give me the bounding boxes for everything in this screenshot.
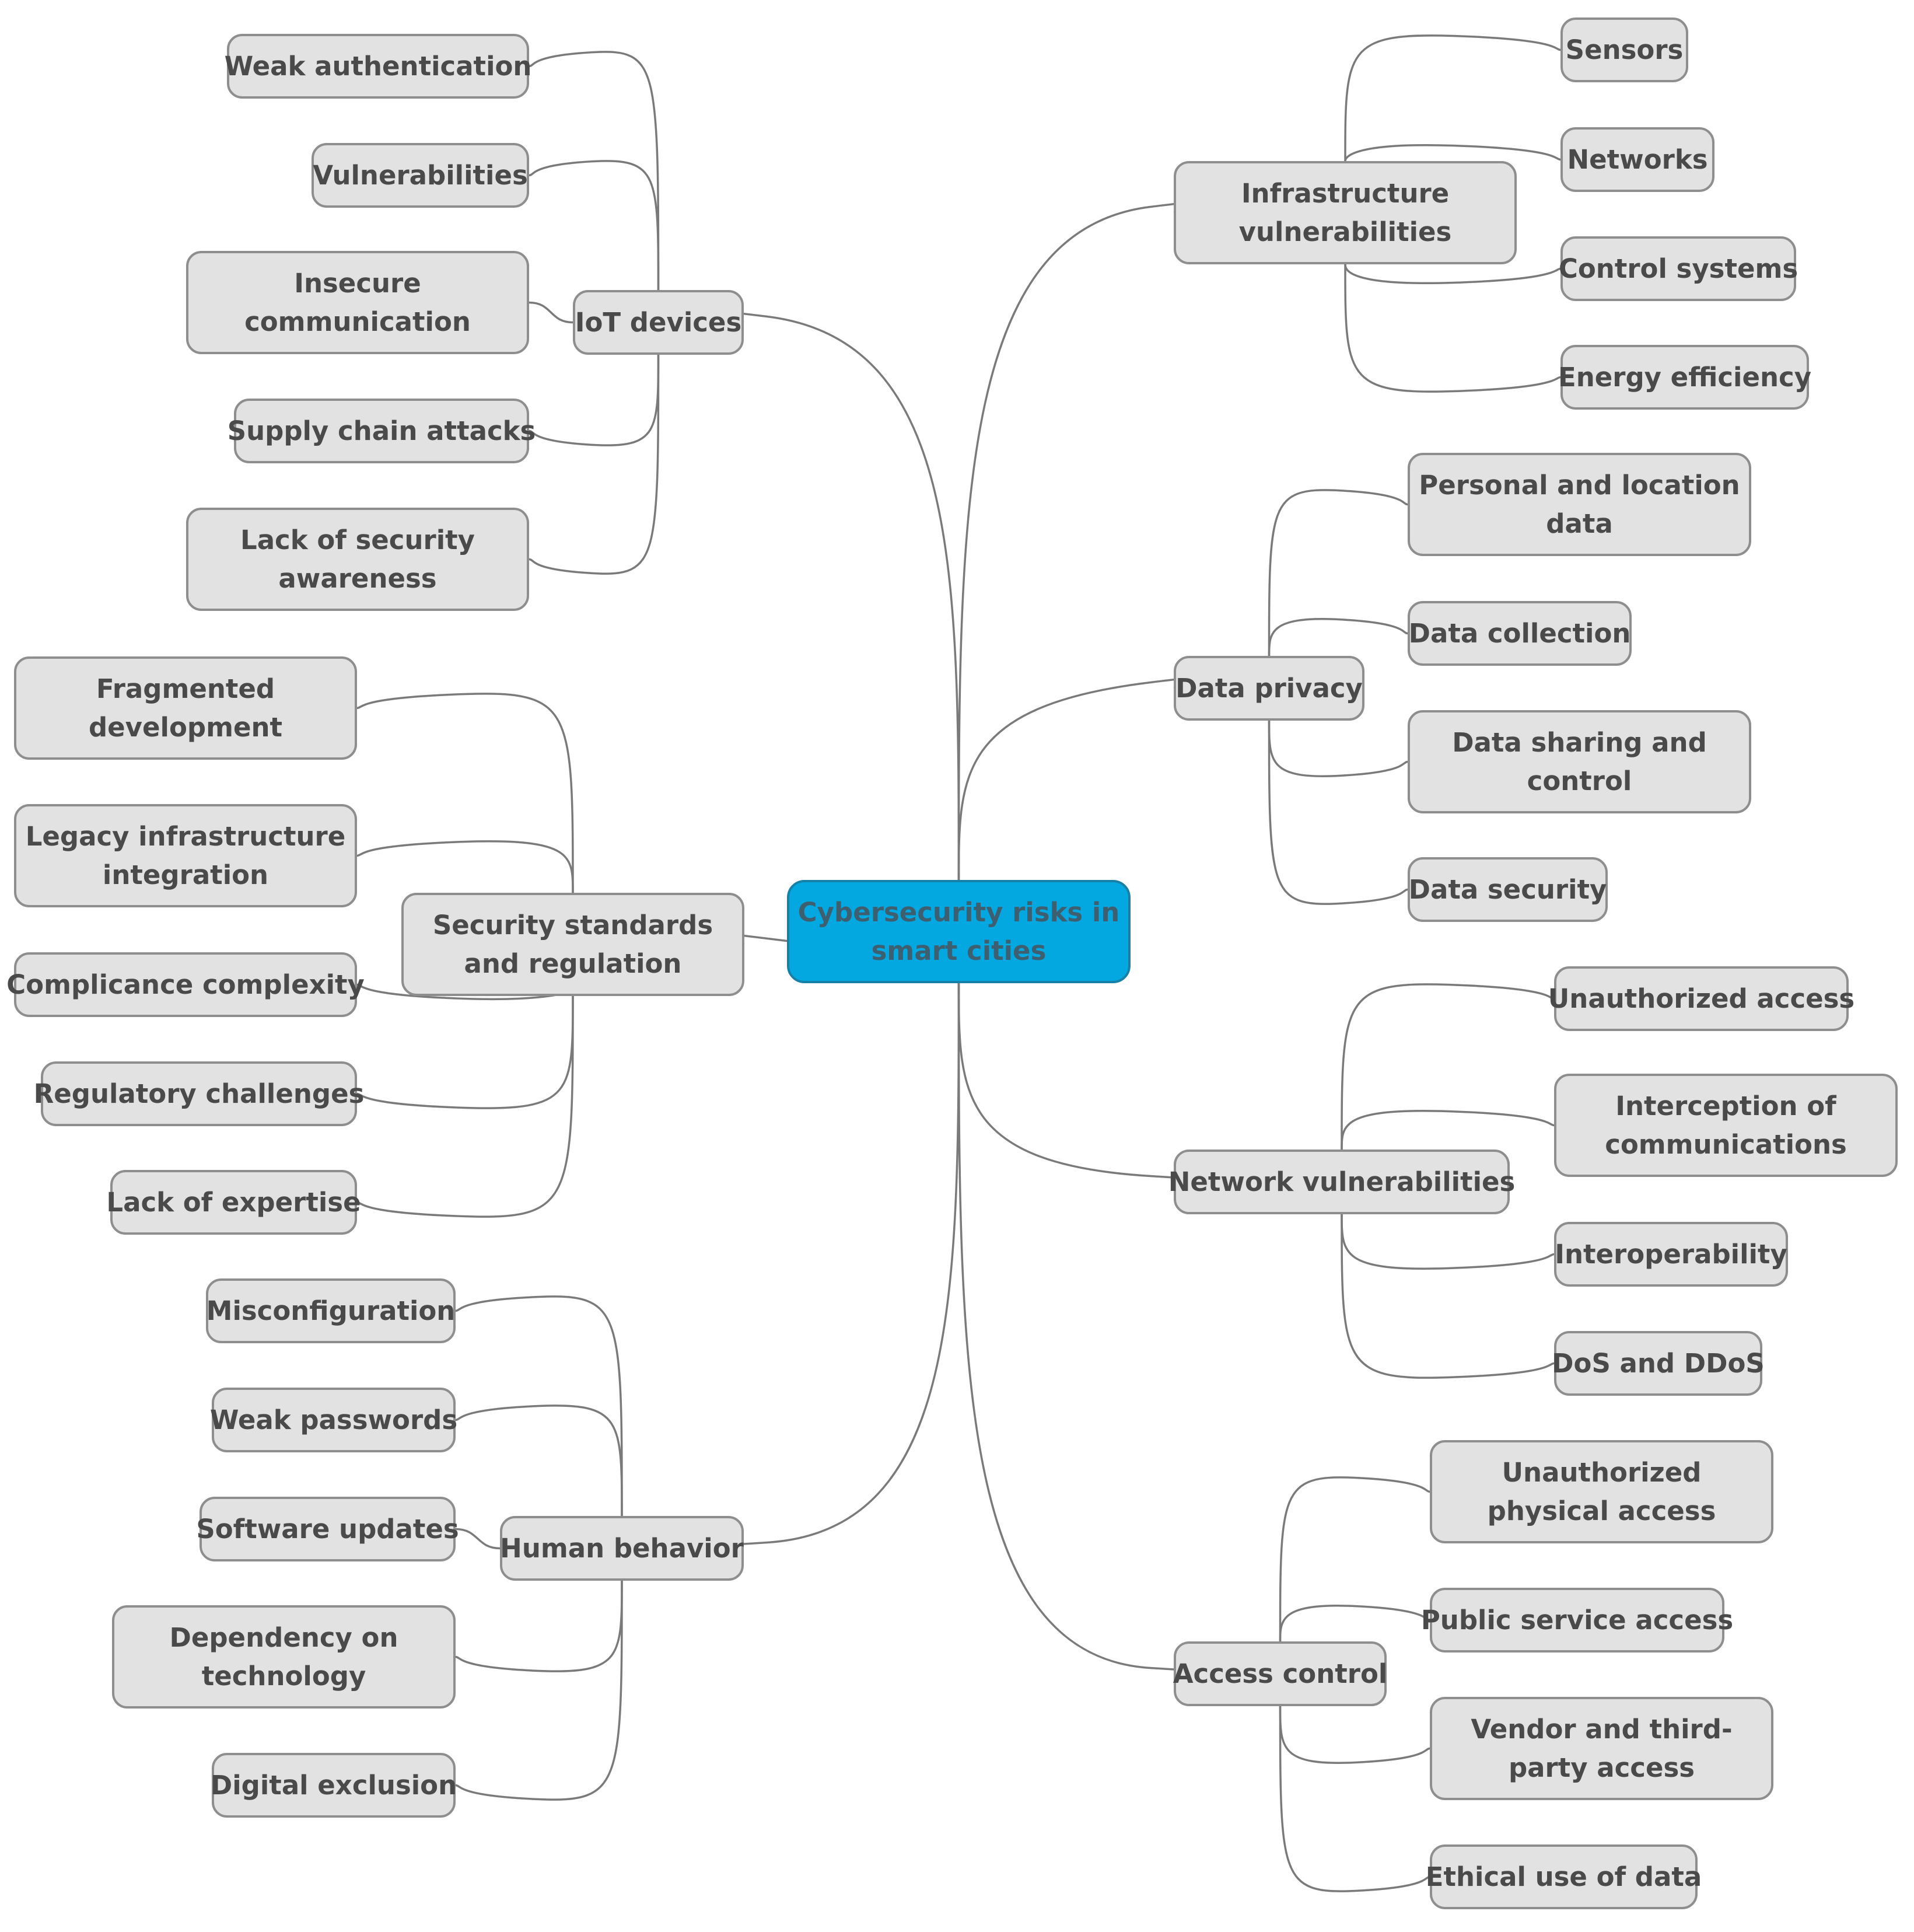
leaf-legacy-infrastructure-integration[interactable]: Legacy infrastructure integration [14, 804, 357, 907]
leaf-unauthorized-access[interactable]: Unauthorized access [1548, 966, 1854, 1031]
connector-n-hum-0 [455, 1295, 623, 1517]
leaf-digital-exclusion[interactable]: Digital exclusion [211, 1753, 457, 1818]
connector-root-n-acc [957, 983, 1243, 1676]
branch-access-control[interactable]: Access control [1173, 1641, 1387, 1706]
connector-n-net-0 [1341, 983, 1555, 1150]
leaf-control-systems[interactable]: Control systems [1559, 236, 1798, 301]
connector-n-acc-3 [1279, 1706, 1430, 1892]
leaf-public-service-access[interactable]: Public service access [1421, 1588, 1733, 1652]
connector-n-net-2 [1341, 1214, 1555, 1270]
connector-n-hum-1 [455, 1405, 623, 1517]
leaf-data-sharing-and-control[interactable]: Data sharing and control [1408, 710, 1751, 813]
connector-n-std-1 [356, 840, 574, 893]
connector-n-prv-3 [1268, 720, 1408, 905]
connector-n-iot-4 [529, 354, 660, 575]
connector-n-acc-0 [1279, 1476, 1430, 1642]
leaf-regulatory-challenges[interactable]: Regulatory challenges [34, 1061, 364, 1126]
leaf-lack-of-security-awareness[interactable]: Lack of security awareness [186, 508, 529, 611]
connector-n-iot-2 [529, 301, 573, 324]
leaf-sensors[interactable]: Sensors [1560, 18, 1688, 82]
connector-n-inf-3 [1344, 264, 1561, 393]
leaf-supply-chain-attacks[interactable]: Supply chain attacks [228, 399, 536, 463]
branch-security-standards[interactable]: Security standards and regulation [401, 893, 744, 996]
connector-n-acc-1 [1279, 1605, 1430, 1642]
connector-root-n-iot [674, 306, 960, 881]
connector-root-n-inf [957, 197, 1243, 881]
branch-human-behavior[interactable]: Human behavior [500, 1516, 744, 1581]
connector-n-hum-3 [455, 1580, 623, 1672]
leaf-personal-and-location-data[interactable]: Personal and location data [1408, 453, 1751, 556]
connector-n-prv-2 [1268, 720, 1408, 777]
branch-iot-devices[interactable]: IoT devices [573, 290, 744, 355]
connector-n-inf-2 [1344, 264, 1561, 284]
leaf-vulnerabilities[interactable]: Vulnerabilities [312, 143, 529, 208]
leaf-fragmented-development[interactable]: Fragmented development [14, 656, 357, 760]
leaf-misconfiguration[interactable]: Misconfiguration [206, 1278, 456, 1343]
root-topic[interactable]: Cybersecurity risks in smart cities [787, 880, 1131, 983]
connector-n-acc-2 [1279, 1706, 1430, 1764]
connector-n-inf-0 [1344, 34, 1561, 162]
connector-n-prv-1 [1268, 618, 1408, 656]
connector-n-iot-0 [529, 51, 660, 291]
connector-n-hum-2 [455, 1528, 501, 1550]
leaf-energy-efficiency[interactable]: Energy efficiency [1558, 345, 1811, 410]
branch-data-privacy[interactable]: Data privacy [1174, 656, 1364, 721]
connector-n-net-3 [1341, 1214, 1555, 1379]
leaf-dos-and-ddos[interactable]: DoS and DDoS [1552, 1331, 1765, 1396]
connector-n-net-1 [1341, 1110, 1555, 1150]
leaf-lack-of-expertise[interactable]: Lack of expertise [106, 1170, 361, 1235]
leaf-weak-authentication[interactable]: Weak authentication [225, 34, 531, 99]
leaf-interception-of-communications[interactable]: Interception of communications [1554, 1074, 1898, 1177]
leaf-insecure-communication[interactable]: Insecure communication [186, 251, 529, 354]
branch-network-vulnerabilities[interactable]: Network vulnerabilities [1168, 1150, 1515, 1214]
leaf-vendor-and-third-party-access[interactable]: Vendor and third-party access [1430, 1697, 1773, 1800]
leaf-interoperability[interactable]: Interoperability [1554, 1222, 1788, 1287]
connector-n-std-4 [356, 995, 574, 1218]
connector-n-hum-4 [455, 1580, 623, 1801]
leaf-data-collection[interactable]: Data collection [1408, 601, 1632, 666]
leaf-networks[interactable]: Networks [1560, 127, 1714, 192]
connector-n-iot-1 [529, 160, 660, 291]
leaf-weak-passwords[interactable]: Weak passwords [210, 1388, 457, 1452]
connector-root-n-hum [674, 983, 960, 1551]
connector-n-iot-3 [529, 354, 660, 446]
leaf-dependency-on-technology[interactable]: Dependency on technology [112, 1605, 456, 1709]
connector-n-std-3 [356, 995, 574, 1109]
connector-n-prv-0 [1268, 489, 1408, 656]
branch-infrastructure-vulnerabilities[interactable]: Infrastructure vulnerabilities [1174, 161, 1517, 264]
connector-n-std-0 [356, 693, 574, 893]
leaf-ethical-use-of-data[interactable]: Ethical use of data [1426, 1844, 1702, 1909]
leaf-software-updates[interactable]: Software updates [196, 1497, 459, 1561]
leaf-compliance-complexity[interactable]: Complicance complexity [6, 952, 365, 1017]
connector-n-inf-1 [1344, 144, 1561, 162]
leaf-data-security[interactable]: Data security [1408, 857, 1608, 922]
leaf-unauthorized-physical-access[interactable]: Unauthorized physical access [1430, 1440, 1773, 1543]
